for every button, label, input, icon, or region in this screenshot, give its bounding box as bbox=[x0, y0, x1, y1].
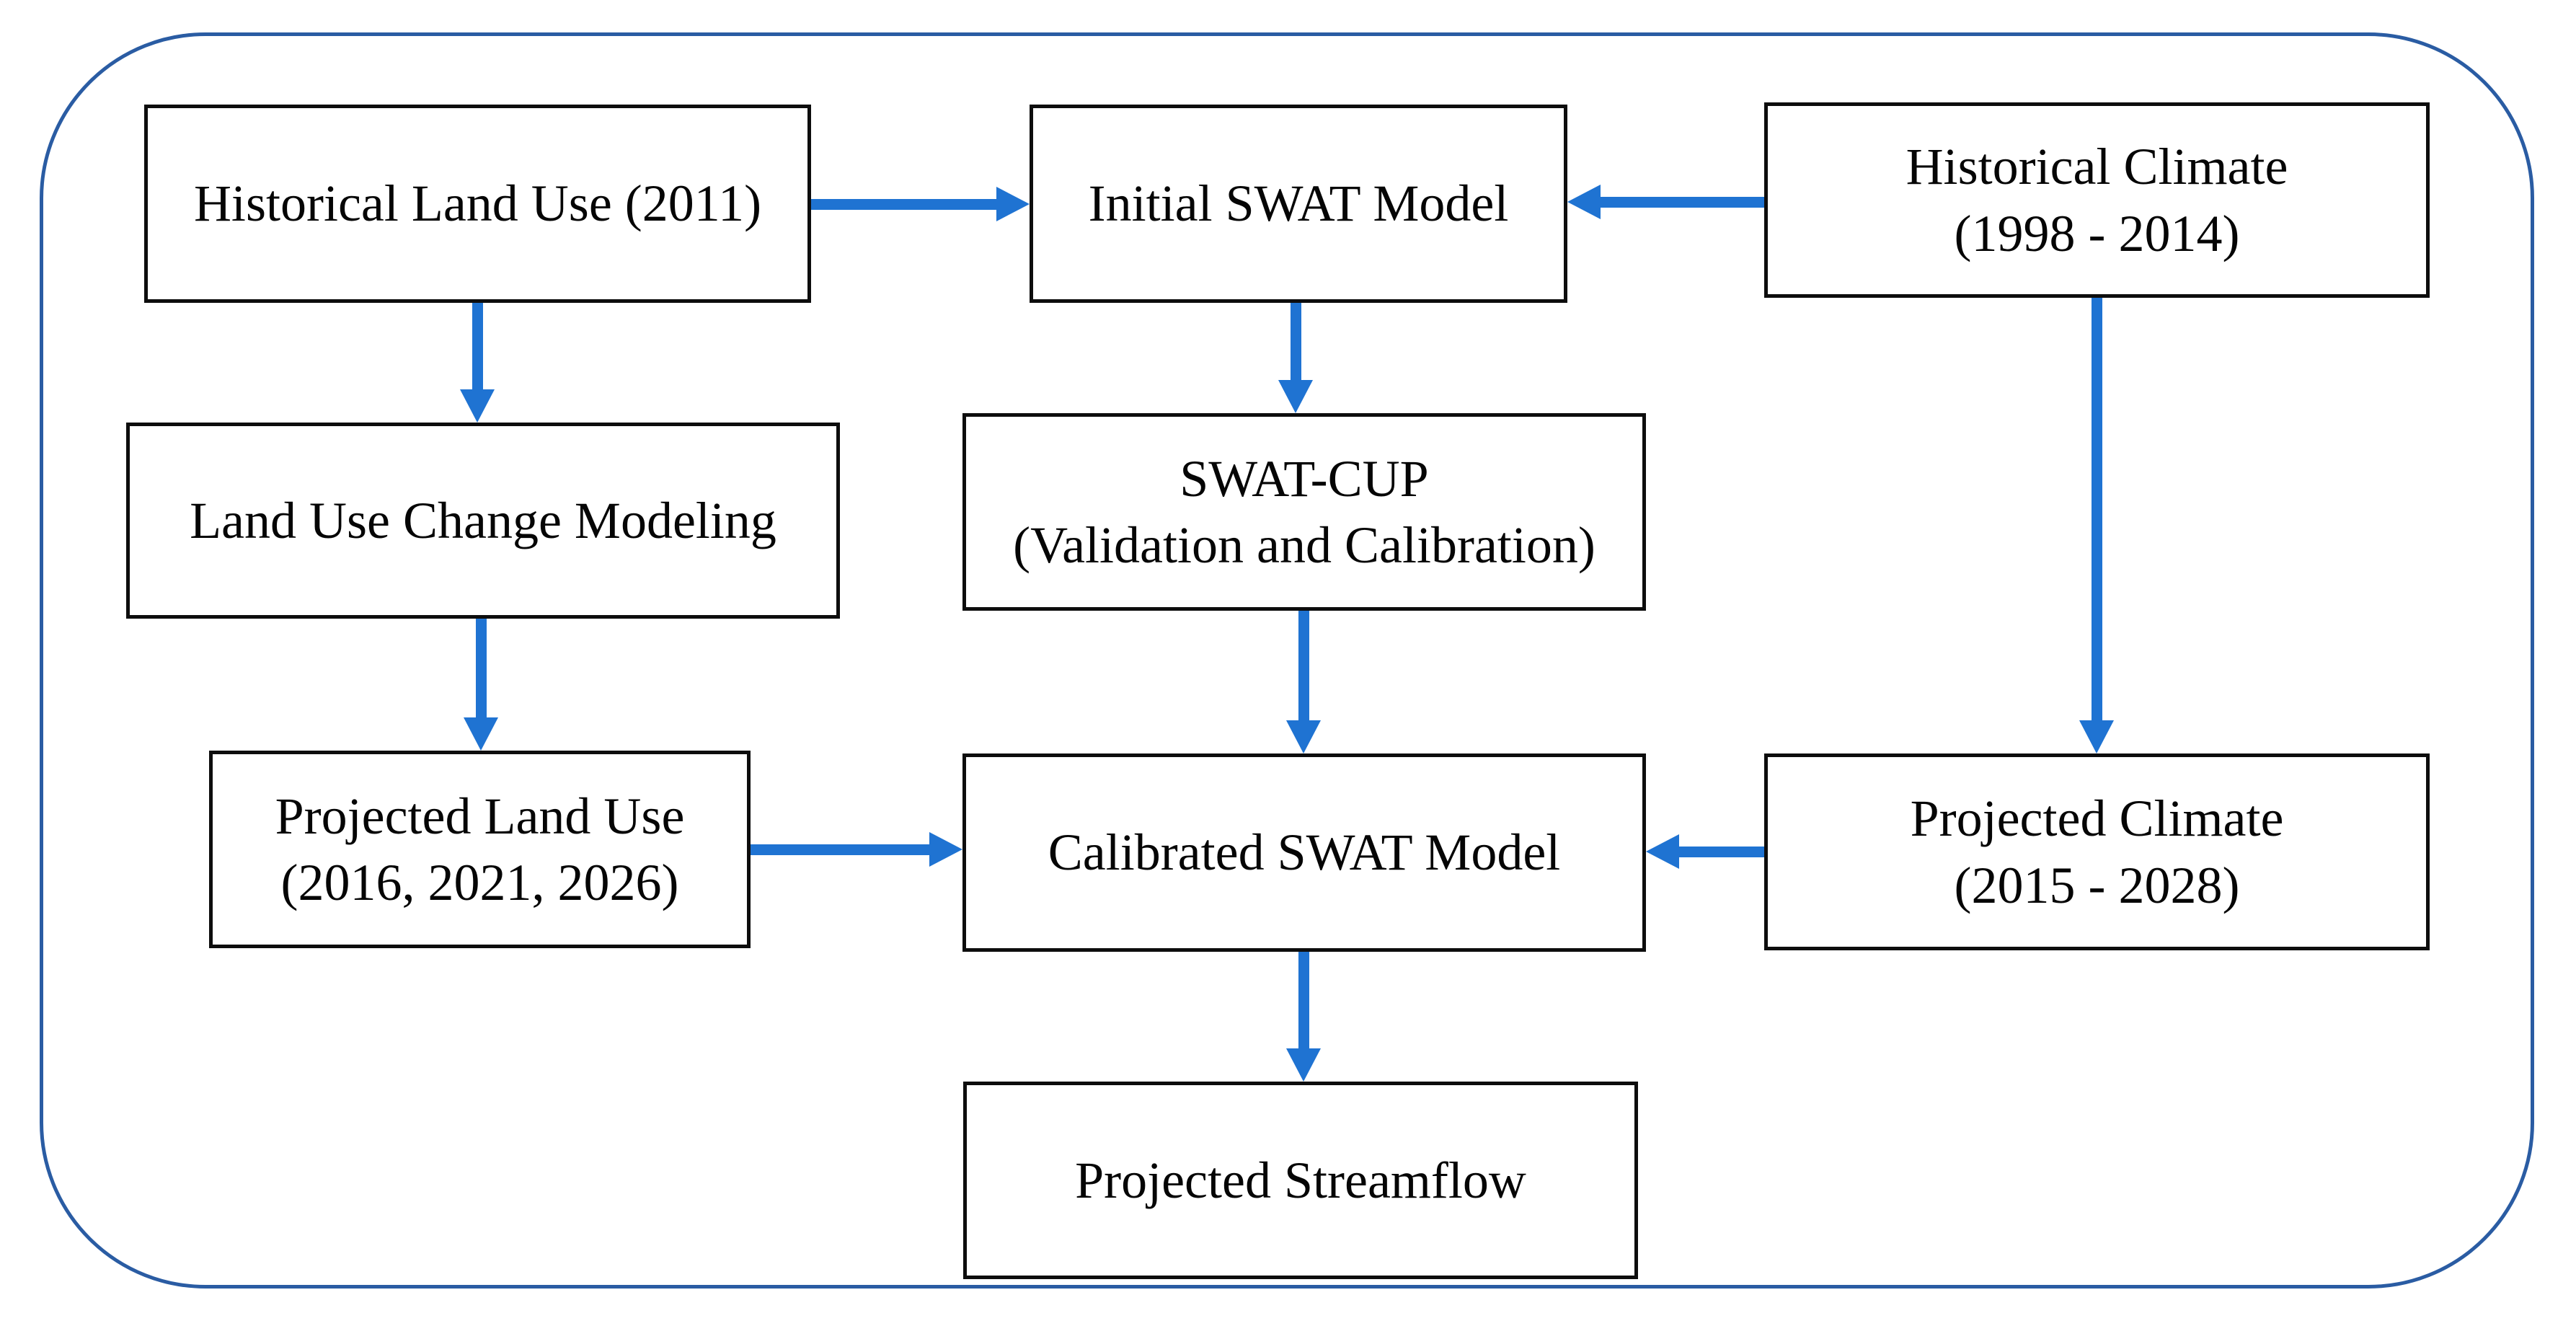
arrow-initial-swat-model-to-swat-cup bbox=[1290, 303, 1301, 381]
node-label-line: Projected Streamflow bbox=[1075, 1151, 1526, 1209]
node-projected-climate: Projected Climate (2015 - 2028) bbox=[1764, 753, 2430, 950]
diagram-outer-frame bbox=[40, 32, 2534, 1289]
node-calibrated-swat-model: Calibrated SWAT Model bbox=[962, 753, 1646, 952]
node-label-line: Projected Land Use bbox=[275, 787, 685, 845]
arrowhead-projected-climate-to-calibrated-swat-model bbox=[1646, 834, 1679, 869]
node-historical-climate: Historical Climate (1998 - 2014) bbox=[1764, 102, 2430, 298]
node-label-line: (2015 - 2028) bbox=[1954, 856, 2240, 914]
arrow-historical-climate-to-projected-climate bbox=[2091, 298, 2102, 722]
node-label-line: (1998 - 2014) bbox=[1954, 204, 2240, 262]
arrow-historical-land-use-to-land-use-change-modeling bbox=[472, 303, 483, 391]
node-label-line: (Validation and Calibration) bbox=[1013, 516, 1595, 574]
arrow-projected-climate-to-calibrated-swat-model bbox=[1678, 846, 1764, 857]
node-label-line: SWAT-CUP bbox=[1179, 449, 1429, 508]
node-label-line: (2016, 2021, 2026) bbox=[280, 854, 679, 911]
arrow-projected-land-use-to-calibrated-swat-model bbox=[751, 844, 931, 855]
node-swat-cup: SWAT-CUP (Validation and Calibration) bbox=[962, 413, 1646, 611]
arrowhead-calibrated-swat-model-to-projected-streamflow bbox=[1286, 1048, 1321, 1082]
arrow-land-use-change-modeling-to-projected-land-use bbox=[475, 619, 487, 719]
node-label-line: Historical Land Use (2011) bbox=[193, 174, 762, 233]
node-label-line: Calibrated SWAT Model bbox=[1048, 823, 1561, 882]
node-projected-streamflow: Projected Streamflow bbox=[963, 1082, 1638, 1279]
node-projected-land-use: Projected Land Use (2016, 2021, 2026) bbox=[209, 751, 751, 948]
arrowhead-historical-land-use-to-initial-swat-model bbox=[996, 187, 1030, 221]
arrow-historical-land-use-to-initial-swat-model bbox=[811, 198, 998, 210]
arrowhead-historical-climate-to-projected-climate bbox=[2079, 720, 2114, 753]
node-initial-swat-model: Initial SWAT Model bbox=[1030, 105, 1567, 303]
node-label-line: Land Use Change Modeling bbox=[190, 491, 776, 549]
arrowhead-initial-swat-model-to-swat-cup bbox=[1278, 380, 1313, 413]
arrow-historical-climate-to-initial-swat-model bbox=[1599, 196, 1764, 208]
arrow-calibrated-swat-model-to-projected-streamflow bbox=[1298, 952, 1309, 1050]
node-label-line: Initial SWAT Model bbox=[1088, 174, 1509, 233]
node-label-line: Historical Climate bbox=[1906, 138, 2288, 196]
arrow-swat-cup-to-calibrated-swat-model bbox=[1298, 611, 1309, 722]
arrowhead-historical-climate-to-initial-swat-model bbox=[1567, 185, 1601, 219]
arrowhead-historical-land-use-to-land-use-change-modeling bbox=[460, 389, 495, 423]
node-historical-land-use: Historical Land Use (2011) bbox=[144, 105, 811, 303]
arrowhead-projected-land-use-to-calibrated-swat-model bbox=[929, 832, 962, 867]
node-label-line: Projected Climate bbox=[1910, 790, 2284, 848]
node-land-use-change-modeling: Land Use Change Modeling bbox=[126, 423, 840, 619]
arrowhead-land-use-change-modeling-to-projected-land-use bbox=[464, 717, 498, 751]
arrowhead-swat-cup-to-calibrated-swat-model bbox=[1286, 720, 1321, 753]
